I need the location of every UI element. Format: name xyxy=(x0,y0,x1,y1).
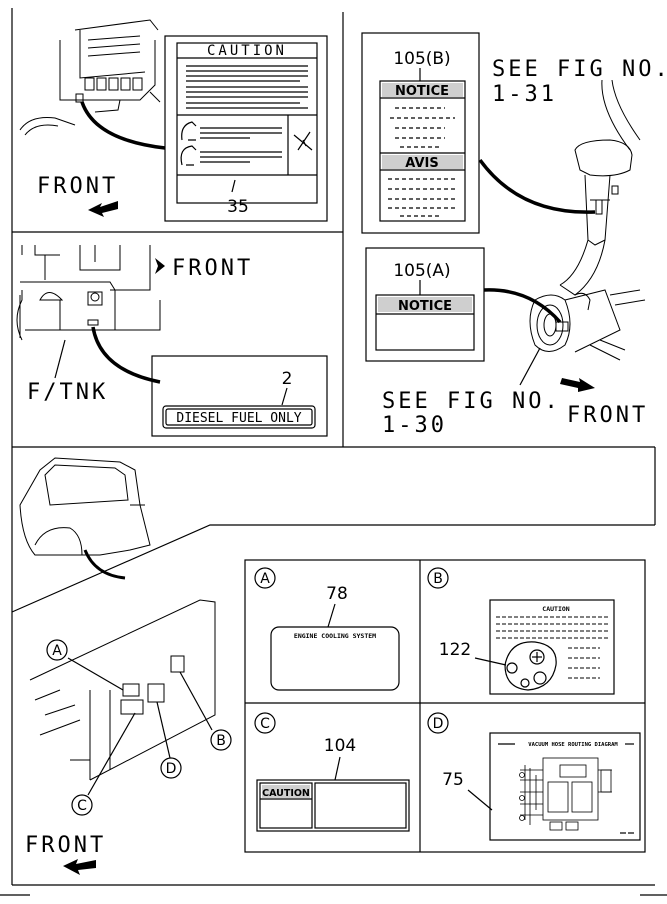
panel-engine-labels: A B C D FRONT A 78 ENGINE COOLING SYSTEM… xyxy=(11,447,656,875)
diesel-label-text: DIESEL FUEL ONLY xyxy=(176,411,301,426)
front-label: FRONT xyxy=(37,174,118,199)
see-fig-ref-top: SEE FIG NO. xyxy=(492,57,667,82)
front-label: FRONT xyxy=(567,403,648,428)
leader-line xyxy=(156,701,171,759)
part-number-122: 122 xyxy=(439,640,471,660)
engine-compartment-drawing xyxy=(29,599,216,781)
detail-a-marker: A xyxy=(260,571,270,587)
marker-c: C xyxy=(77,798,87,814)
detail-c: C 104 CAUTION xyxy=(254,712,410,832)
notice-label-b xyxy=(379,80,466,222)
detail-c-marker: C xyxy=(260,716,270,732)
leader-curve xyxy=(483,288,562,324)
air-intake-drawing xyxy=(529,79,646,361)
notice-label-a xyxy=(375,294,475,351)
leader-curve xyxy=(83,549,126,580)
part-number-78: 78 xyxy=(326,584,348,604)
notice-text: NOTICE xyxy=(395,84,449,99)
marker-a: A xyxy=(52,643,62,659)
fuel-label-frame xyxy=(151,355,328,437)
panel-dividers xyxy=(0,8,667,896)
marker-d-circle xyxy=(160,757,182,779)
engine-cooling-label: ENGINE COOLING SYSTEM xyxy=(294,632,376,640)
part-number-104: 104 xyxy=(324,736,356,756)
caution-label-drawing: CAUTION xyxy=(164,35,328,222)
detail-grid xyxy=(244,559,646,853)
leader-curve xyxy=(80,101,166,150)
marker-d: D xyxy=(166,761,177,777)
diesel-label-outer xyxy=(162,405,316,429)
leader-curve xyxy=(478,158,596,214)
front-label: FRONT xyxy=(172,256,253,281)
marker-c-circle xyxy=(71,794,93,816)
vacuum-hose-diagram xyxy=(519,757,612,831)
fuel-tank-drawing xyxy=(16,245,161,341)
notice-label-a-frame xyxy=(365,247,485,362)
see-fig-ref-bottom-number: 1-30 xyxy=(382,413,447,438)
engine-icon xyxy=(180,145,197,166)
notice-label-b-frame xyxy=(361,32,480,234)
part-number-75: 75 xyxy=(442,770,464,790)
see-fig-ref-top-number: 1-31 xyxy=(492,82,557,107)
part-number-105b: 105(B) xyxy=(393,49,450,69)
label-header: CAUTION xyxy=(207,43,287,59)
detail-c-caution: CAUTION xyxy=(262,788,310,799)
front-arrow-icon xyxy=(88,201,118,217)
front-arrow-icon xyxy=(155,258,165,274)
diesel-label-inner xyxy=(165,408,313,426)
engine-icon xyxy=(181,121,197,141)
front-arrow-icon xyxy=(63,859,96,875)
avis-text: AVIS xyxy=(405,156,438,171)
detail-d-marker: D xyxy=(433,716,444,732)
panel-caution-label: CAUTION xyxy=(19,19,328,222)
marker-b: B xyxy=(216,733,226,749)
leader-curve xyxy=(91,326,161,384)
leader-line xyxy=(179,671,213,731)
cab-interior-drawing xyxy=(19,19,161,136)
see-fig-ref-bottom: SEE FIG NO. xyxy=(382,389,561,414)
belt-routing-icon xyxy=(504,641,557,691)
detail-frame xyxy=(11,524,655,613)
front-arrow-icon xyxy=(560,378,595,392)
front-label: FRONT xyxy=(25,833,106,858)
panel-notice-labels: SEE FIG NO. 1-31 105(B) NOTICE AVIS xyxy=(361,32,667,438)
notice-text: NOTICE xyxy=(398,299,452,314)
part-number-105a: 105(A) xyxy=(393,261,450,281)
tank-label: F/TNK xyxy=(27,380,108,405)
marker-b-circle xyxy=(210,729,232,751)
vacuum-diagram-header: VACUUM HOSE ROUTING DIAGRAM xyxy=(528,742,618,748)
leader-line xyxy=(87,712,136,796)
leader-line xyxy=(54,339,66,379)
panel-fuel-label: FRONT F/TNK 2 DIESEL FUEL ONLY xyxy=(16,245,328,437)
detail-b-caution: CAUTION xyxy=(542,605,569,613)
detail-d: D VACUUM HOSE ROUTING DIAGRAM xyxy=(427,712,641,841)
detail-b-marker: B xyxy=(433,571,443,587)
leader-line xyxy=(67,657,124,691)
marker-a-circle xyxy=(46,639,68,661)
detail-b: B CAUTION 122 xyxy=(427,567,615,695)
fan-icon xyxy=(293,131,313,151)
detail-a: A 78 ENGINE COOLING SYSTEM xyxy=(254,567,400,691)
leader-line xyxy=(519,347,541,386)
part-number-35: 35 xyxy=(227,197,249,217)
part-number-2: 2 xyxy=(282,369,293,389)
cab-side-drawing xyxy=(19,457,151,556)
